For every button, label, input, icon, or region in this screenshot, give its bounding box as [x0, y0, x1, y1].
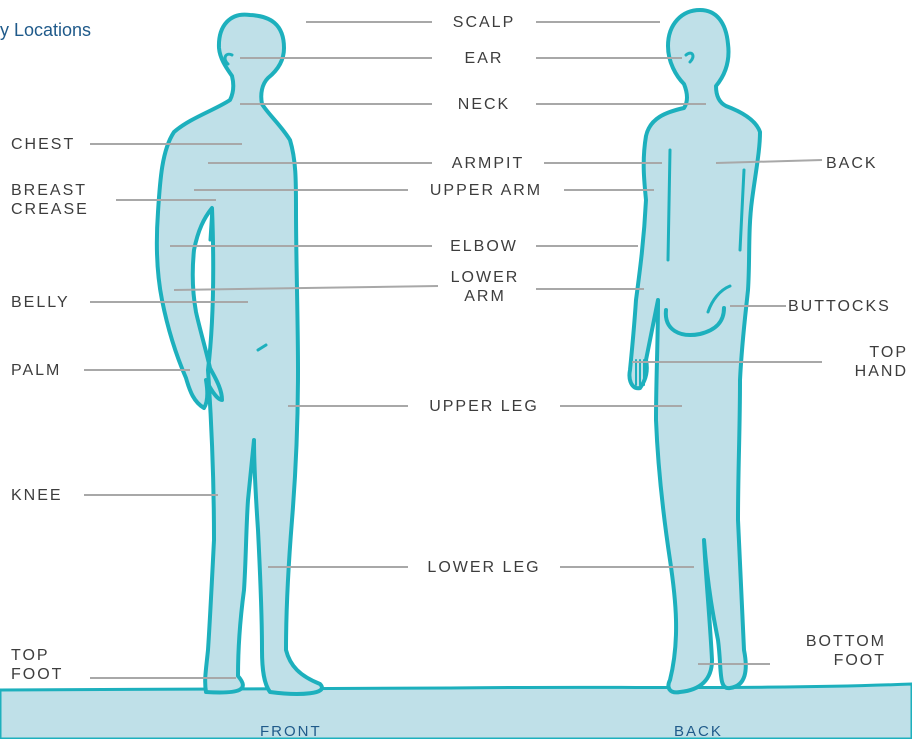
label-lower-leg: LOWER LEG [410, 558, 558, 577]
label-back: BACK [826, 154, 878, 173]
label-scalp: SCALP [434, 13, 534, 32]
label-armpit: ARMPIT [434, 154, 542, 173]
label-top-hand: TOP HAND [826, 343, 908, 381]
label-chest: CHEST [11, 135, 75, 154]
front-figure [157, 15, 322, 694]
view-label-front: FRONT [260, 723, 322, 740]
ground [0, 684, 912, 739]
diagram-title: y Locations [0, 20, 91, 41]
label-belly: BELLY [11, 293, 70, 312]
label-palm: PALM [11, 361, 61, 380]
label-upper-leg: UPPER LEG [410, 397, 558, 416]
view-label-back: BACK [674, 723, 723, 740]
label-knee: KNEE [11, 486, 63, 505]
label-upper-arm: UPPER ARM [410, 181, 562, 200]
label-lower-arm: LOWER ARM [436, 268, 534, 306]
label-buttocks: BUTTOCKS [788, 297, 891, 316]
label-elbow: ELBOW [434, 237, 534, 256]
label-neck: NECK [434, 95, 534, 114]
label-top-foot: TOP FOOT [11, 646, 63, 684]
label-breast-crease: BREAST CREASE [11, 181, 89, 219]
label-ear: EAR [434, 49, 534, 68]
label-bottom-foot: BOTTOM FOOT [774, 632, 886, 670]
back-figure [629, 10, 760, 692]
